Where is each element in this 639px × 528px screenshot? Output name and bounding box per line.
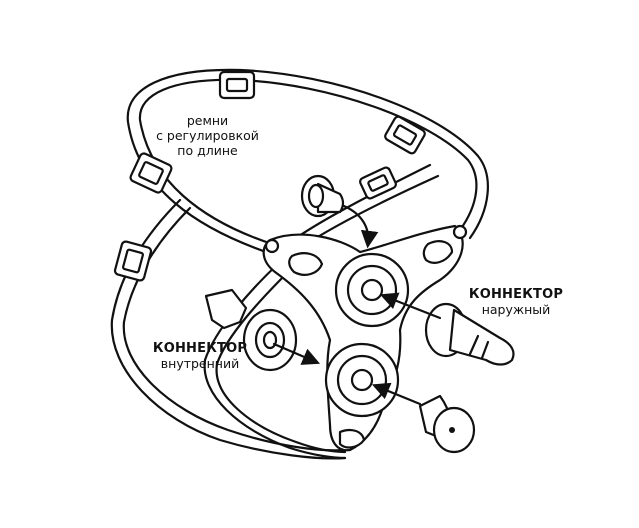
straps-label-line-1: ремни xyxy=(186,113,229,128)
arrows xyxy=(272,204,442,406)
lower-ring xyxy=(324,342,400,418)
internal-connector-plug xyxy=(300,174,345,218)
internal-connector-title: КОННЕКТОР xyxy=(152,341,248,356)
buckle-left xyxy=(129,152,173,194)
buckle-mid xyxy=(359,166,397,200)
waist-strap xyxy=(126,68,489,256)
buckle-top xyxy=(218,70,256,100)
buckle-right xyxy=(384,115,426,155)
internal-connector-subtitle: внутренний xyxy=(160,356,240,371)
external-connector-small xyxy=(418,394,476,454)
internal-connector-label: КОННЕКТОР внутренний xyxy=(140,341,260,371)
external-connector-label: КОННЕКТОР наружный xyxy=(446,287,586,317)
external-connector-title: КОННЕКТОР xyxy=(468,287,564,302)
straps-label: ремни с регулировкой по длине xyxy=(140,113,275,158)
internal-connector-ring xyxy=(204,288,298,372)
straps-label-line-3: по длине xyxy=(177,143,238,158)
straps-label-line-2: с регулировкой xyxy=(156,128,259,143)
external-connector-subtitle: наружный xyxy=(481,302,551,317)
upper-ring xyxy=(334,252,410,328)
buckle-lower-left xyxy=(113,240,153,282)
